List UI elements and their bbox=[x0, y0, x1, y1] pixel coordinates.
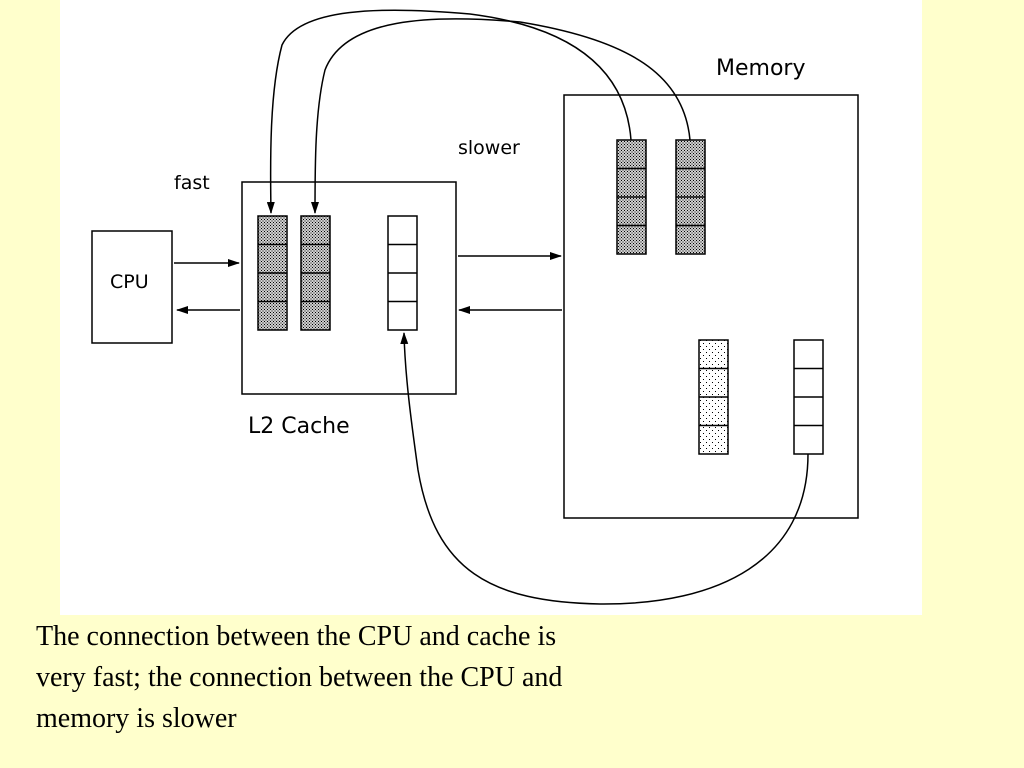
memory-block-4-empty bbox=[793, 339, 824, 455]
l2-cache-label: L2 Cache bbox=[248, 414, 350, 439]
memory-block-1-to-cache-block-1-arrow bbox=[266, 9, 632, 214]
cpu-label: CPU bbox=[110, 271, 149, 293]
memory-block-2-to-cache-block-2-arrow bbox=[311, 18, 691, 214]
memory-block-3-dotted bbox=[698, 339, 729, 455]
memory-label: Memory bbox=[716, 56, 805, 81]
cpu-box bbox=[91, 230, 173, 344]
memory-box bbox=[563, 94, 859, 519]
memory-hierarchy-diagram: Memory L2 Cache CPU fast slower bbox=[91, 9, 859, 605]
memory-block-2-shaded bbox=[675, 139, 706, 255]
memory-block-4-to-cache-block-3-arrow bbox=[400, 332, 809, 605]
cache-block-2-shaded bbox=[300, 215, 331, 331]
caption-text: The connection between the CPU and cache… bbox=[36, 621, 563, 734]
cache-block-1-shaded bbox=[257, 215, 288, 331]
cache-block-3-empty bbox=[387, 215, 418, 331]
fast-label: fast bbox=[174, 172, 210, 194]
slower-label: slower bbox=[458, 137, 520, 159]
l2-cache-box bbox=[241, 181, 457, 395]
memory-block-1-shaded bbox=[616, 139, 647, 255]
diagram-panel: Memory L2 Cache CPU fast slower bbox=[60, 0, 922, 615]
